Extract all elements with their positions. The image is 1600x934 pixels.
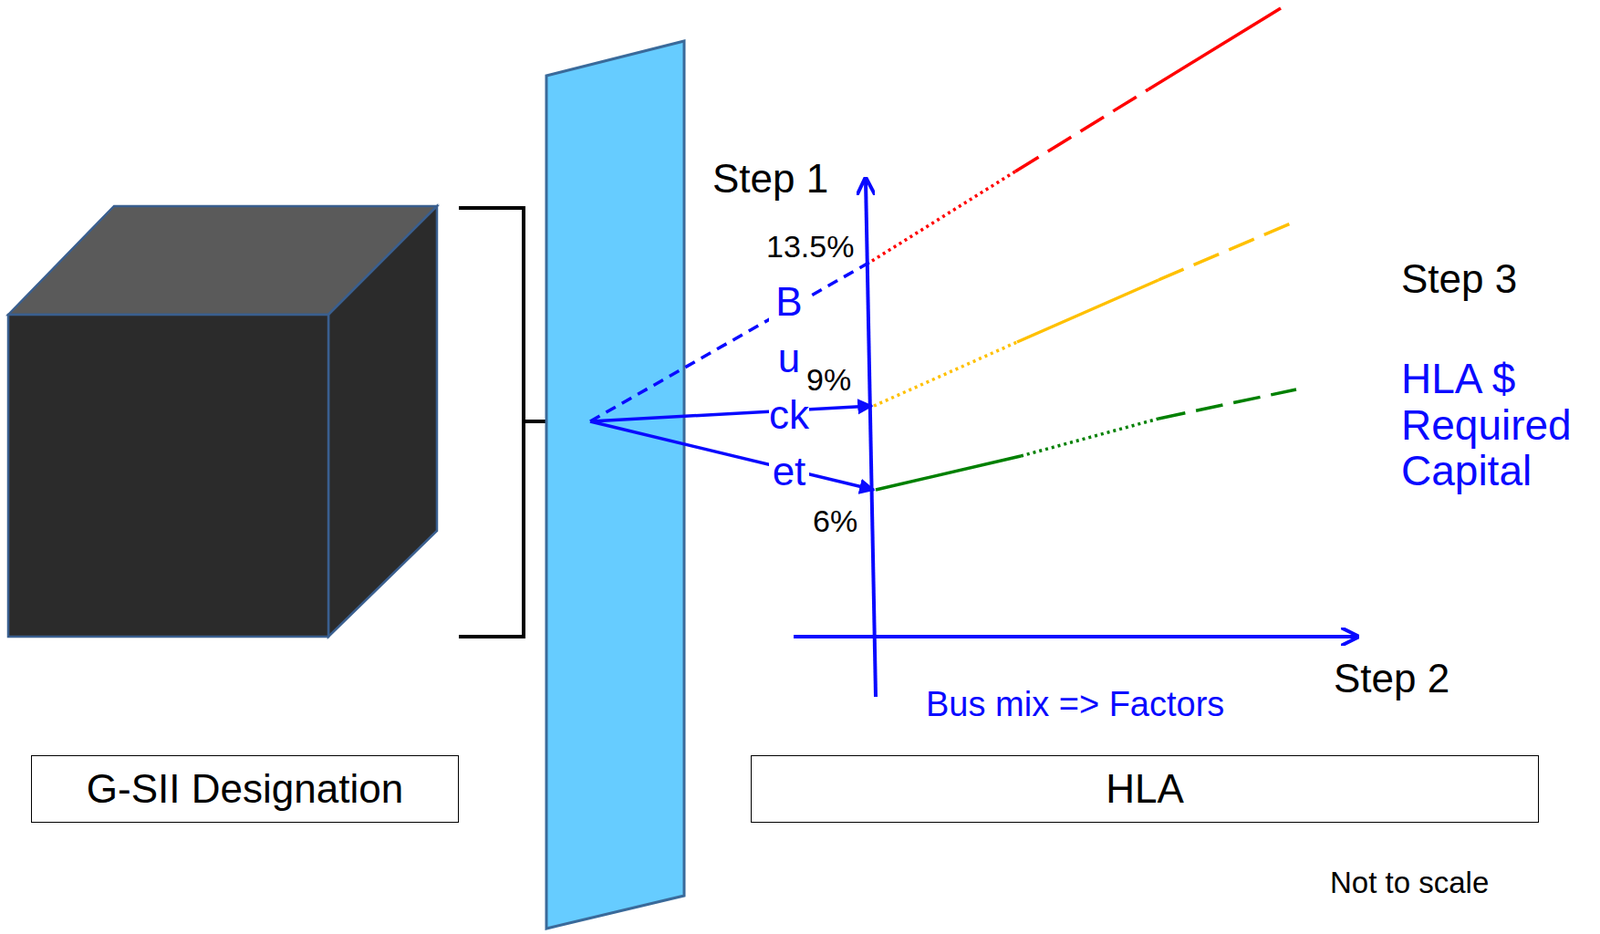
orange-line xyxy=(873,219,1299,406)
percent-label: 13.5% xyxy=(766,229,854,264)
axis-label: Bus mix => Factors xyxy=(925,685,1225,725)
box-text: G-SII Designation xyxy=(86,767,404,811)
bucket-arrows xyxy=(590,260,874,490)
plane xyxy=(546,41,685,929)
percent-label: 6% xyxy=(812,504,858,539)
red-line xyxy=(872,8,1281,261)
step-label: Step 3 xyxy=(1401,257,1517,302)
step-label: Step 2 xyxy=(1333,656,1450,701)
cube xyxy=(8,206,437,637)
step-label: Step 1 xyxy=(712,156,829,201)
green-line xyxy=(875,389,1297,490)
label-box: G-SII Designation xyxy=(31,755,459,823)
note: Not to scale xyxy=(1329,866,1489,900)
percent-label: 9% xyxy=(806,363,852,397)
axis-label: Bucket xyxy=(768,273,810,500)
box-text: HLA xyxy=(1105,767,1185,811)
label-box: HLA xyxy=(750,755,1539,823)
outcome-label: HLA $ Required Capital xyxy=(1401,355,1589,495)
